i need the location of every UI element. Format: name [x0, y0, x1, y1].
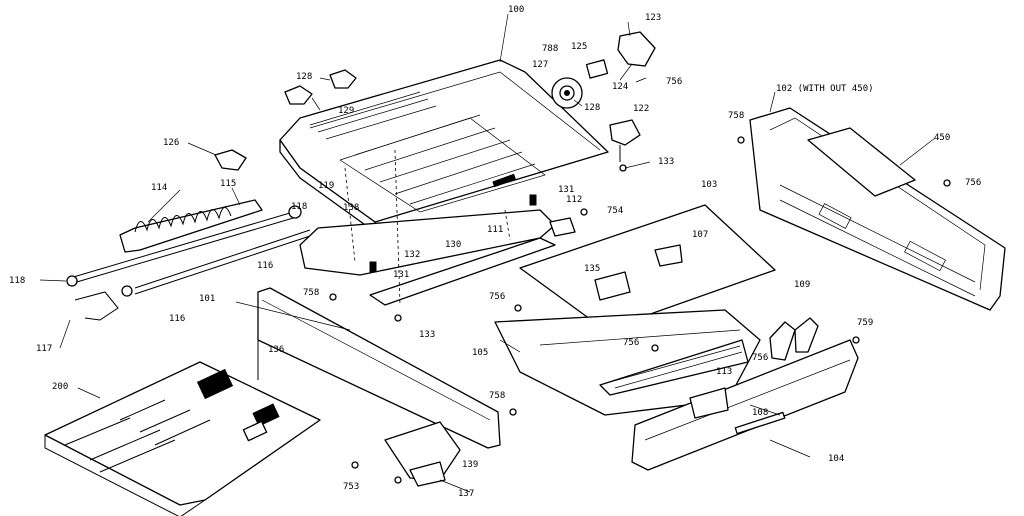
- label-450: 450: [934, 133, 950, 143]
- label-131-b: 131: [393, 270, 409, 280]
- label-101: 101: [199, 294, 215, 304]
- label-135: 135: [584, 264, 600, 274]
- label-116-a: 116: [257, 261, 273, 271]
- label-139: 139: [462, 460, 478, 470]
- label-128-a: 128: [296, 72, 312, 82]
- label-117: 117: [36, 344, 52, 354]
- label-118-a: 118: [291, 202, 307, 212]
- label-111: 111: [487, 225, 503, 235]
- label-759: 759: [857, 318, 873, 328]
- label-756-a: 756: [666, 77, 682, 87]
- label-113: 113: [716, 367, 732, 377]
- right-side-frame-part: [749, 107, 1006, 311]
- label-112: 112: [566, 195, 582, 205]
- label-137: 137: [458, 489, 474, 499]
- label-131-a: 131: [558, 185, 574, 195]
- base-tray-part: [494, 204, 776, 416]
- label-758-b: 758: [303, 288, 319, 298]
- label-129: 129: [338, 106, 354, 116]
- label-200: 200: [52, 382, 68, 392]
- label-109: 109: [794, 280, 810, 290]
- label-758-c: 758: [489, 391, 505, 401]
- label-122: 122: [633, 104, 649, 114]
- label-124: 124: [612, 82, 628, 92]
- label-132: 132: [404, 250, 420, 260]
- label-115: 115: [220, 179, 236, 189]
- label-104: 104: [828, 454, 844, 464]
- label-107: 107: [692, 230, 708, 240]
- circuit-board-part: [44, 361, 321, 516]
- label-108: 108: [752, 408, 768, 418]
- lower-bracket-part: [384, 421, 461, 487]
- label-102: 102 (WITH OUT 450): [776, 84, 874, 94]
- left-housing-part: [257, 287, 501, 449]
- label-116-b: 116: [169, 314, 185, 324]
- label-119: 119: [318, 181, 334, 191]
- mid-bracket-part: [299, 149, 576, 306]
- label-128-b: 128: [584, 103, 600, 113]
- label-136: 136: [268, 345, 284, 355]
- label-788: 788: [542, 44, 558, 54]
- label-105: 105: [472, 348, 488, 358]
- label-756-d: 756: [623, 338, 639, 348]
- label-125: 125: [571, 42, 587, 52]
- callout-labels: 100 123 788 125 127 124 756 128 129 128 …: [9, 5, 981, 499]
- label-756-e: 756: [752, 353, 768, 363]
- label-103: 103: [701, 180, 717, 190]
- label-133-b: 133: [419, 330, 435, 340]
- label-123: 123: [645, 13, 661, 23]
- label-118-b: 118: [9, 276, 25, 286]
- label-758-a: 758: [728, 111, 744, 121]
- label-753: 753: [343, 482, 359, 492]
- label-138-a: 138: [343, 203, 359, 213]
- label-100: 100: [508, 5, 524, 15]
- label-133-a: 133: [658, 157, 674, 167]
- leader-lines: [39, 13, 936, 493]
- label-127: 127: [532, 60, 548, 70]
- label-756-c: 756: [489, 292, 505, 302]
- label-114: 114: [151, 183, 167, 193]
- label-130: 130: [445, 240, 461, 250]
- label-756-b: 756: [965, 178, 981, 188]
- roller-shafts-part: [66, 199, 311, 321]
- front-cover-part: [631, 317, 859, 471]
- top-cover-part: [279, 59, 609, 233]
- label-754: 754: [607, 206, 623, 216]
- label-126: 126: [163, 138, 179, 148]
